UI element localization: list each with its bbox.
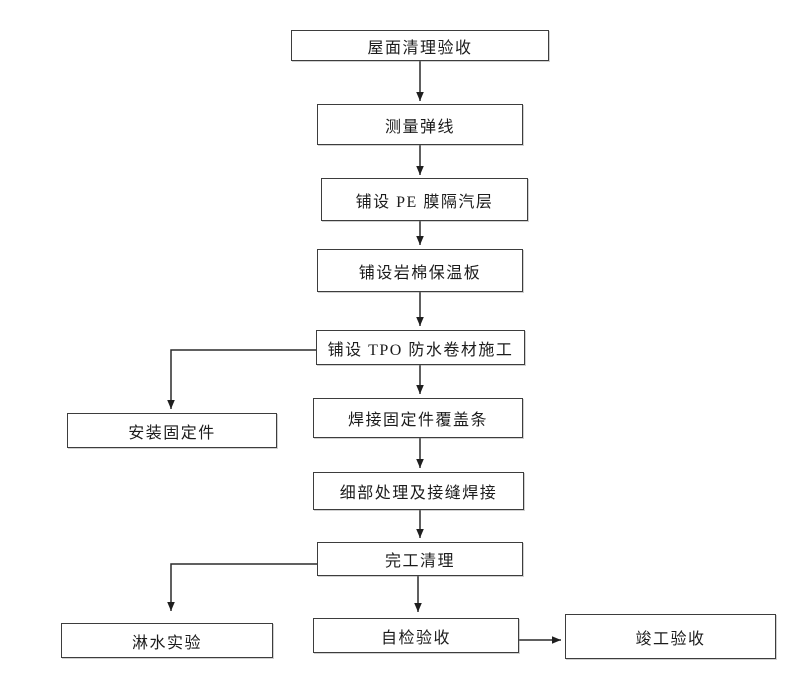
flow-node-label: 铺设 PE 膜隔汽层	[355, 193, 494, 211]
flow-node-final-acceptance: 竣工验收	[565, 614, 776, 659]
flow-node-completion-cleanup: 完工清理	[317, 542, 523, 576]
flow-node-pe-film-vapor-barrier: 铺设 PE 膜隔汽层	[321, 178, 528, 221]
flow-node-rock-wool-insulation: 铺设岩棉保温板	[317, 249, 523, 292]
flow-node-roof-cleaning-acceptance: 屋面清理验收	[291, 30, 549, 61]
flow-node-label: 测量弹线	[384, 118, 455, 136]
flow-node-label: 自检验收	[380, 629, 451, 647]
flow-node-weld-fixing-cover-strip: 焊接固定件覆盖条	[313, 398, 523, 438]
flow-node-label: 细部处理及接缝焊接	[339, 485, 498, 502]
flow-node-install-fixings: 安装固定件	[67, 413, 277, 448]
flow-node-measure-snap-line: 测量弹线	[317, 104, 523, 145]
flow-node-tpo-membrane-construction: 铺设 TPO 防水卷材施工	[316, 330, 525, 365]
flow-node-label: 竣工验收	[635, 630, 706, 648]
flow-node-label: 铺设 TPO 防水卷材施工	[327, 341, 514, 359]
flow-node-water-spray-test: 淋水实验	[61, 623, 273, 658]
connector-cleanup-to-watertest	[167, 563, 317, 611]
flow-node-self-inspection-acceptance: 自检验收	[313, 618, 519, 653]
flow-node-label: 屋面清理验收	[367, 39, 473, 57]
flow-node-detail-seam-welding: 细部处理及接缝焊接	[313, 472, 524, 510]
flow-node-label: 焊接固定件覆盖条	[347, 412, 488, 429]
flow-node-label: 安装固定件	[128, 424, 216, 442]
flow-node-label: 完工清理	[384, 553, 455, 570]
flow-node-label: 淋水实验	[131, 634, 202, 652]
connector-tpo-to-install	[167, 349, 316, 409]
flow-node-label: 铺设岩棉保温板	[358, 264, 482, 282]
